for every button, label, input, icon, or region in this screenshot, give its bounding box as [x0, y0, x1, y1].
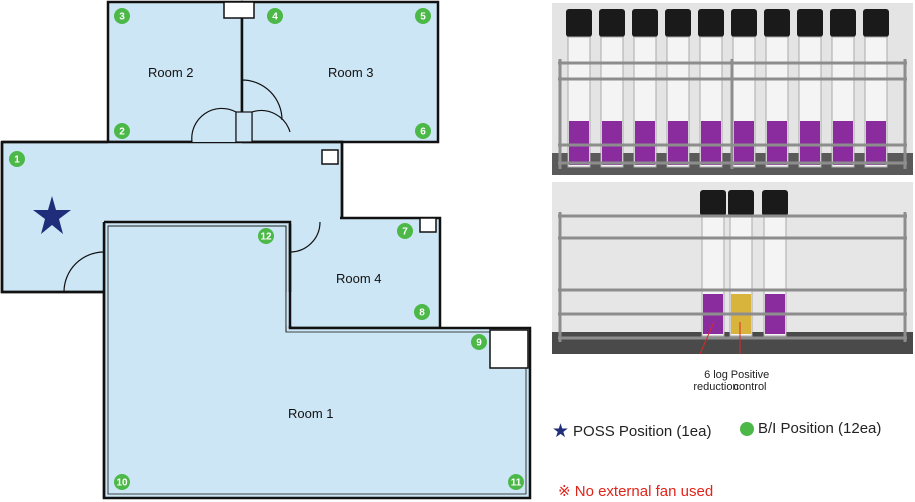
star-icon: ★	[552, 421, 570, 442]
svg-text:3: 3	[119, 12, 125, 23]
bi-marker-4: 4	[267, 8, 283, 24]
column-corridor	[321, 149, 339, 165]
purple-tubes	[566, 9, 889, 168]
svg-text:1: 1	[14, 155, 20, 166]
bi-marker-8: 8	[414, 304, 430, 320]
bi-marker-12: 12	[258, 228, 274, 244]
fan-note: ※ No external fan used	[558, 483, 714, 500]
poss-star-icon	[33, 196, 71, 234]
annotation-positive-line1: Positive	[730, 369, 770, 381]
bi-marker-5: 5	[415, 8, 431, 24]
svg-text:7: 7	[402, 227, 408, 238]
room-3-label: Room 3	[328, 65, 374, 80]
legend-poss-label: POSS Position (1ea)	[573, 423, 712, 440]
rack-frame	[558, 59, 907, 169]
floor-plan: Room 2 Room 3 Room 4 Room 1 1 2 3 4 5 6 …	[0, 0, 532, 500]
svg-text:11: 11	[511, 478, 522, 489]
room-4-label: Room 4	[336, 271, 382, 286]
closet-room-1	[489, 329, 529, 369]
door-corridor-right	[251, 109, 291, 142]
svg-text:2: 2	[119, 127, 125, 138]
photo-indicator-rack	[552, 3, 913, 175]
bi-marker-11: 11	[508, 474, 524, 490]
door-corridor-left	[191, 107, 237, 143]
legend-bi-label: B/I Position (12ea)	[758, 420, 882, 437]
column-room-4	[419, 217, 437, 233]
column-top	[223, 1, 255, 19]
result-rack-illustration	[552, 182, 913, 354]
result-tubes	[700, 190, 788, 337]
svg-text:8: 8	[419, 308, 425, 319]
annotation-positive-control: Positive control	[720, 369, 780, 393]
svg-text:12: 12	[260, 232, 272, 243]
annotation-6-log-line1: 6 log	[704, 369, 728, 381]
bi-marker-6: 6	[415, 123, 431, 139]
room-1-label: Room 1	[288, 406, 334, 421]
svg-text:4: 4	[272, 12, 278, 23]
legend-bi: B/I Position (12ea)	[740, 420, 881, 437]
bi-marker-9: 9	[471, 334, 487, 350]
photo-result-rack	[552, 182, 913, 354]
svg-text:5: 5	[420, 12, 426, 23]
svg-text:6: 6	[420, 127, 426, 138]
svg-text:9: 9	[476, 338, 482, 349]
room-3-area	[240, 0, 440, 144]
annotation-positive-line2: control	[733, 381, 767, 393]
bi-marker-10: 10	[114, 474, 130, 490]
bi-marker-2: 2	[114, 123, 130, 139]
bi-marker-1: 1	[9, 151, 25, 167]
door-room-4	[289, 221, 321, 253]
annotation-6-log-line2: reduction	[693, 381, 739, 393]
svg-text:10: 10	[116, 478, 128, 489]
bi-marker-7: 7	[397, 223, 413, 239]
legend-poss: ★ POSS Position (1ea)	[552, 420, 711, 443]
room-2-label: Room 2	[148, 65, 194, 80]
green-dot-icon	[740, 421, 754, 436]
bi-marker-3: 3	[114, 8, 130, 24]
door-room-1	[63, 251, 105, 293]
annotation-6-log-reduction: 6 log reduction	[686, 369, 746, 393]
leader-6log	[699, 321, 715, 354]
tube-rack-illustration	[552, 3, 913, 175]
door-jamb	[235, 111, 253, 143]
rack-frame-bottom	[558, 212, 907, 342]
